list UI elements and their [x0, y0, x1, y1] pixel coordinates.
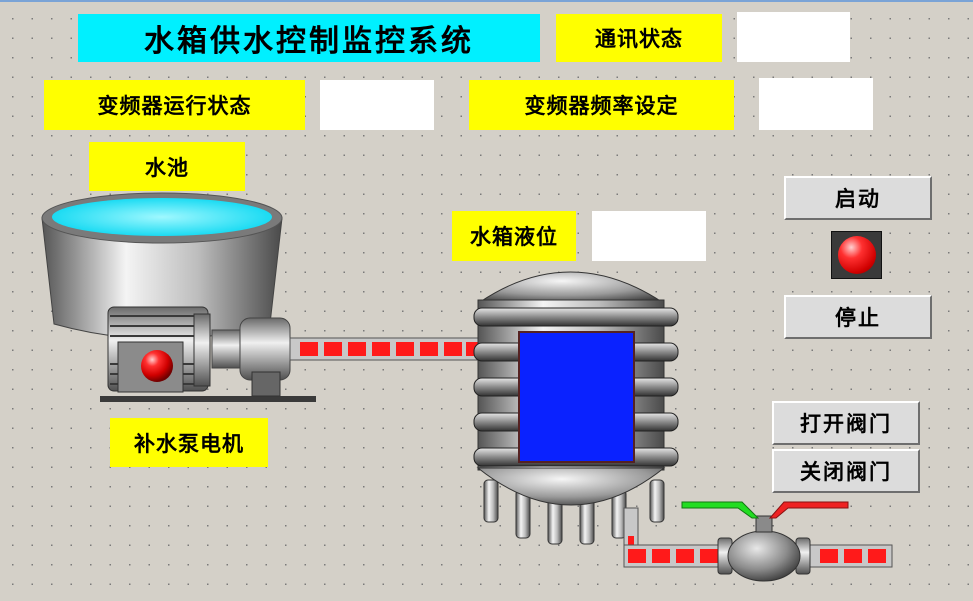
comm-status-display — [737, 12, 850, 62]
stop-button[interactable]: 停止 — [784, 295, 932, 339]
open-valve-button[interactable]: 打开阀门 — [772, 401, 920, 445]
vfd-freq-set-input[interactable] — [759, 78, 873, 130]
tank-level-display — [592, 211, 706, 261]
valve-open-handle — [681, 501, 760, 519]
pool-label: 水池 — [89, 142, 245, 191]
comm-status-label: 通讯状态 — [556, 14, 722, 62]
vfd-run-status-display — [320, 80, 434, 130]
water-tank-icon — [473, 271, 679, 545]
start-indicator — [831, 231, 882, 279]
page-title: 水箱供水控制监控系统 — [78, 14, 540, 62]
red-lamp-icon — [141, 350, 173, 382]
ball-valve-icon[interactable] — [681, 501, 849, 582]
inlet-pipe — [289, 337, 481, 361]
pump-motor-icon — [100, 306, 316, 402]
vfd-freq-set-label: 变频器频率设定 — [469, 80, 734, 130]
valve-close-handle — [768, 501, 849, 519]
tank-level-window — [518, 331, 635, 463]
pump-motor-label: 补水泵电机 — [110, 418, 268, 467]
start-button[interactable]: 启动 — [784, 176, 932, 220]
vfd-run-status-label: 变频器运行状态 — [44, 80, 305, 130]
red-lamp-icon — [837, 236, 876, 274]
close-valve-button[interactable]: 关闭阀门 — [772, 449, 920, 493]
water-pool-icon — [41, 192, 283, 340]
tank-level-label: 水箱液位 — [452, 211, 576, 261]
